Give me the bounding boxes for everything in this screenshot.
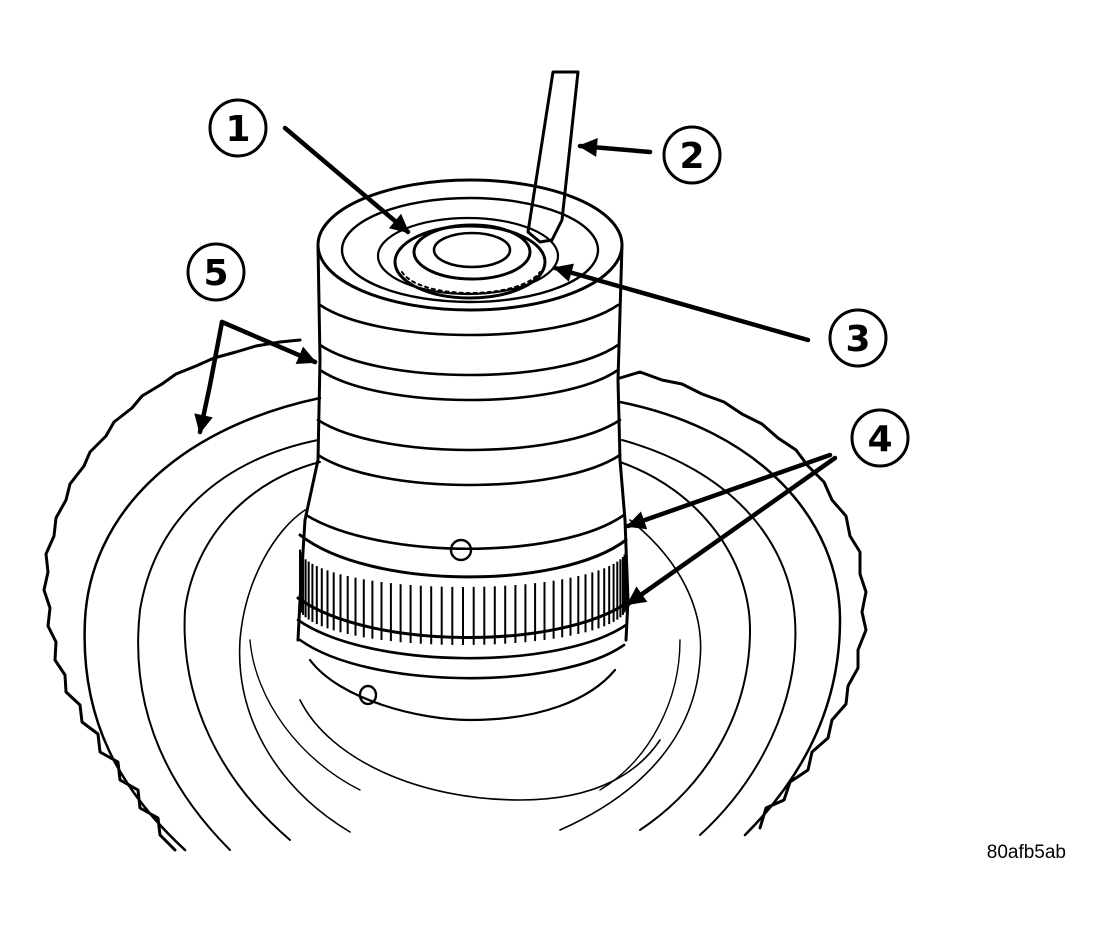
callout-5: 5	[186, 242, 246, 302]
screwdriver-shaft	[526, 70, 580, 244]
drum-inner-ring-6	[619, 461, 751, 831]
arrow-callout-1	[282, 125, 411, 235]
drum-hub-curve-3	[599, 639, 681, 791]
hub-band-7	[296, 618, 628, 660]
shaft-bore	[432, 231, 512, 269]
drum-assembly	[42, 338, 868, 852]
hub-band-5	[316, 453, 622, 487]
callout-2-label: 2	[679, 136, 704, 177]
drum-inner-ring-2	[618, 400, 842, 837]
hub-base	[308, 658, 617, 722]
callout-5-label: 5	[203, 253, 228, 294]
callout-3: 3	[828, 308, 888, 368]
gear-ring-teeth	[299, 549, 627, 645]
hub-band-6	[304, 513, 626, 550]
bearing-inner	[412, 223, 532, 281]
arrow-callout-4a	[625, 452, 833, 530]
drum-outer-spline-rim-right	[618, 370, 868, 830]
hub-band-1	[318, 303, 620, 337]
leader-arrows	[194, 125, 838, 607]
gear-ring-bottom	[296, 596, 630, 639]
callout-1: 1	[208, 98, 268, 158]
callout-4-label: 4	[867, 419, 892, 460]
arrow-callout-2	[577, 138, 653, 157]
hub-oil-hole	[449, 538, 473, 562]
hub-band-4	[316, 418, 622, 452]
arrow-callout-5a	[194, 319, 225, 435]
hub-assembly	[296, 178, 630, 722]
hub-lower-hole	[358, 684, 378, 706]
hub-band-8	[298, 638, 626, 680]
drum-hub-curve-2	[249, 639, 361, 791]
drum-inner-ring-5	[183, 461, 321, 841]
callout-1-label: 1	[225, 109, 250, 150]
screwdriver-tool	[526, 70, 580, 244]
callout-3-label: 3	[845, 319, 870, 360]
drum-hub-curve	[299, 699, 661, 801]
hub-band-3	[318, 368, 620, 402]
arrow-callout-4b	[625, 455, 838, 607]
hub-right-side	[616, 243, 630, 642]
callout-4: 4	[850, 408, 910, 468]
drum-inner-ring-3	[137, 439, 319, 851]
hub-top-ring-1	[340, 196, 600, 304]
drum-inner-ring-1	[83, 396, 322, 852]
arrow-callout-5b	[219, 319, 318, 365]
callout-2: 2	[662, 125, 722, 185]
arrow-callout-3	[552, 263, 811, 343]
hub-top-face	[316, 178, 624, 312]
figure-code: 80afb5ab	[987, 842, 1066, 863]
bearing-knurl	[401, 271, 541, 294]
drum-inner-ring-4	[621, 439, 797, 836]
drum-inner-ring-7	[238, 509, 351, 833]
drum-inner-ring-8	[559, 519, 702, 831]
hub-top-ring-2	[376, 216, 560, 296]
hub-band-2	[318, 343, 620, 377]
gear-ring-top	[298, 533, 628, 579]
